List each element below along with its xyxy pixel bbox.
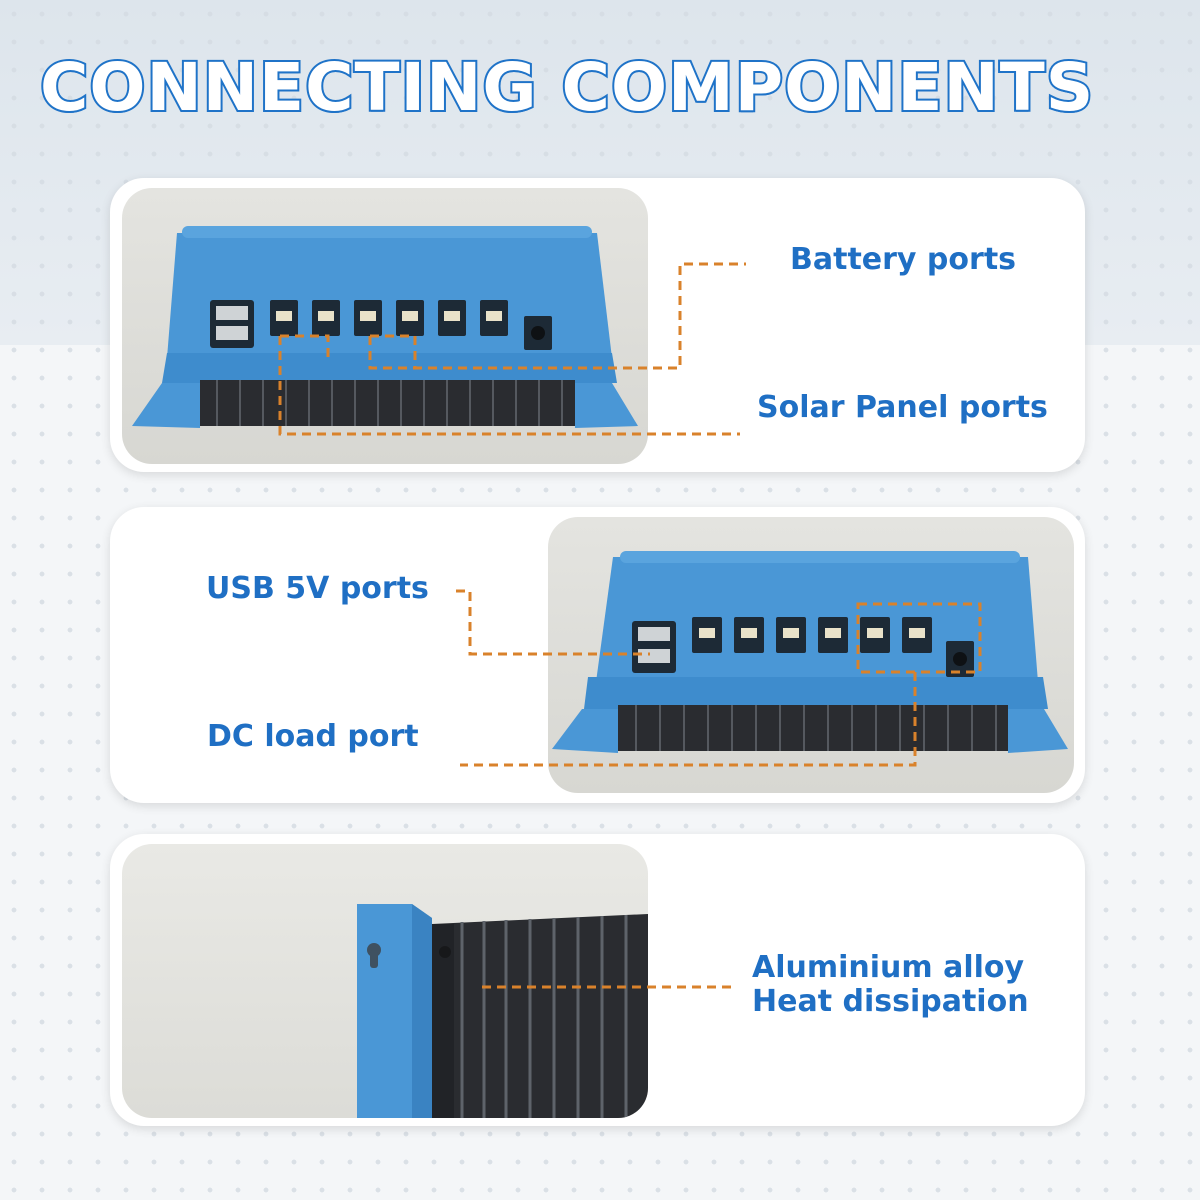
- heatsink-closeup-photo: [122, 844, 648, 1118]
- controller-angle-photo: [548, 517, 1074, 793]
- solar-panel-ports-label: Solar Panel ports: [757, 390, 1048, 425]
- card-heatsink: Aluminium alloy Heat dissipation: [110, 834, 1085, 1126]
- heat-dissipation-label: Heat dissipation: [752, 984, 1029, 1019]
- controller-front-photo: [122, 188, 648, 464]
- usb-5v-ports-label: USB 5V ports: [206, 571, 429, 606]
- page-title: CONNECTING COMPONENTS: [38, 47, 1095, 128]
- card-front-ports: Battery ports Solar Panel ports: [110, 178, 1085, 472]
- dc-load-port-label: DC load port: [207, 719, 419, 754]
- card-usb-dc: USB 5V ports DC load port: [110, 507, 1085, 803]
- battery-ports-label: Battery ports: [790, 242, 1017, 277]
- aluminium-alloy-label: Aluminium alloy: [752, 950, 1025, 985]
